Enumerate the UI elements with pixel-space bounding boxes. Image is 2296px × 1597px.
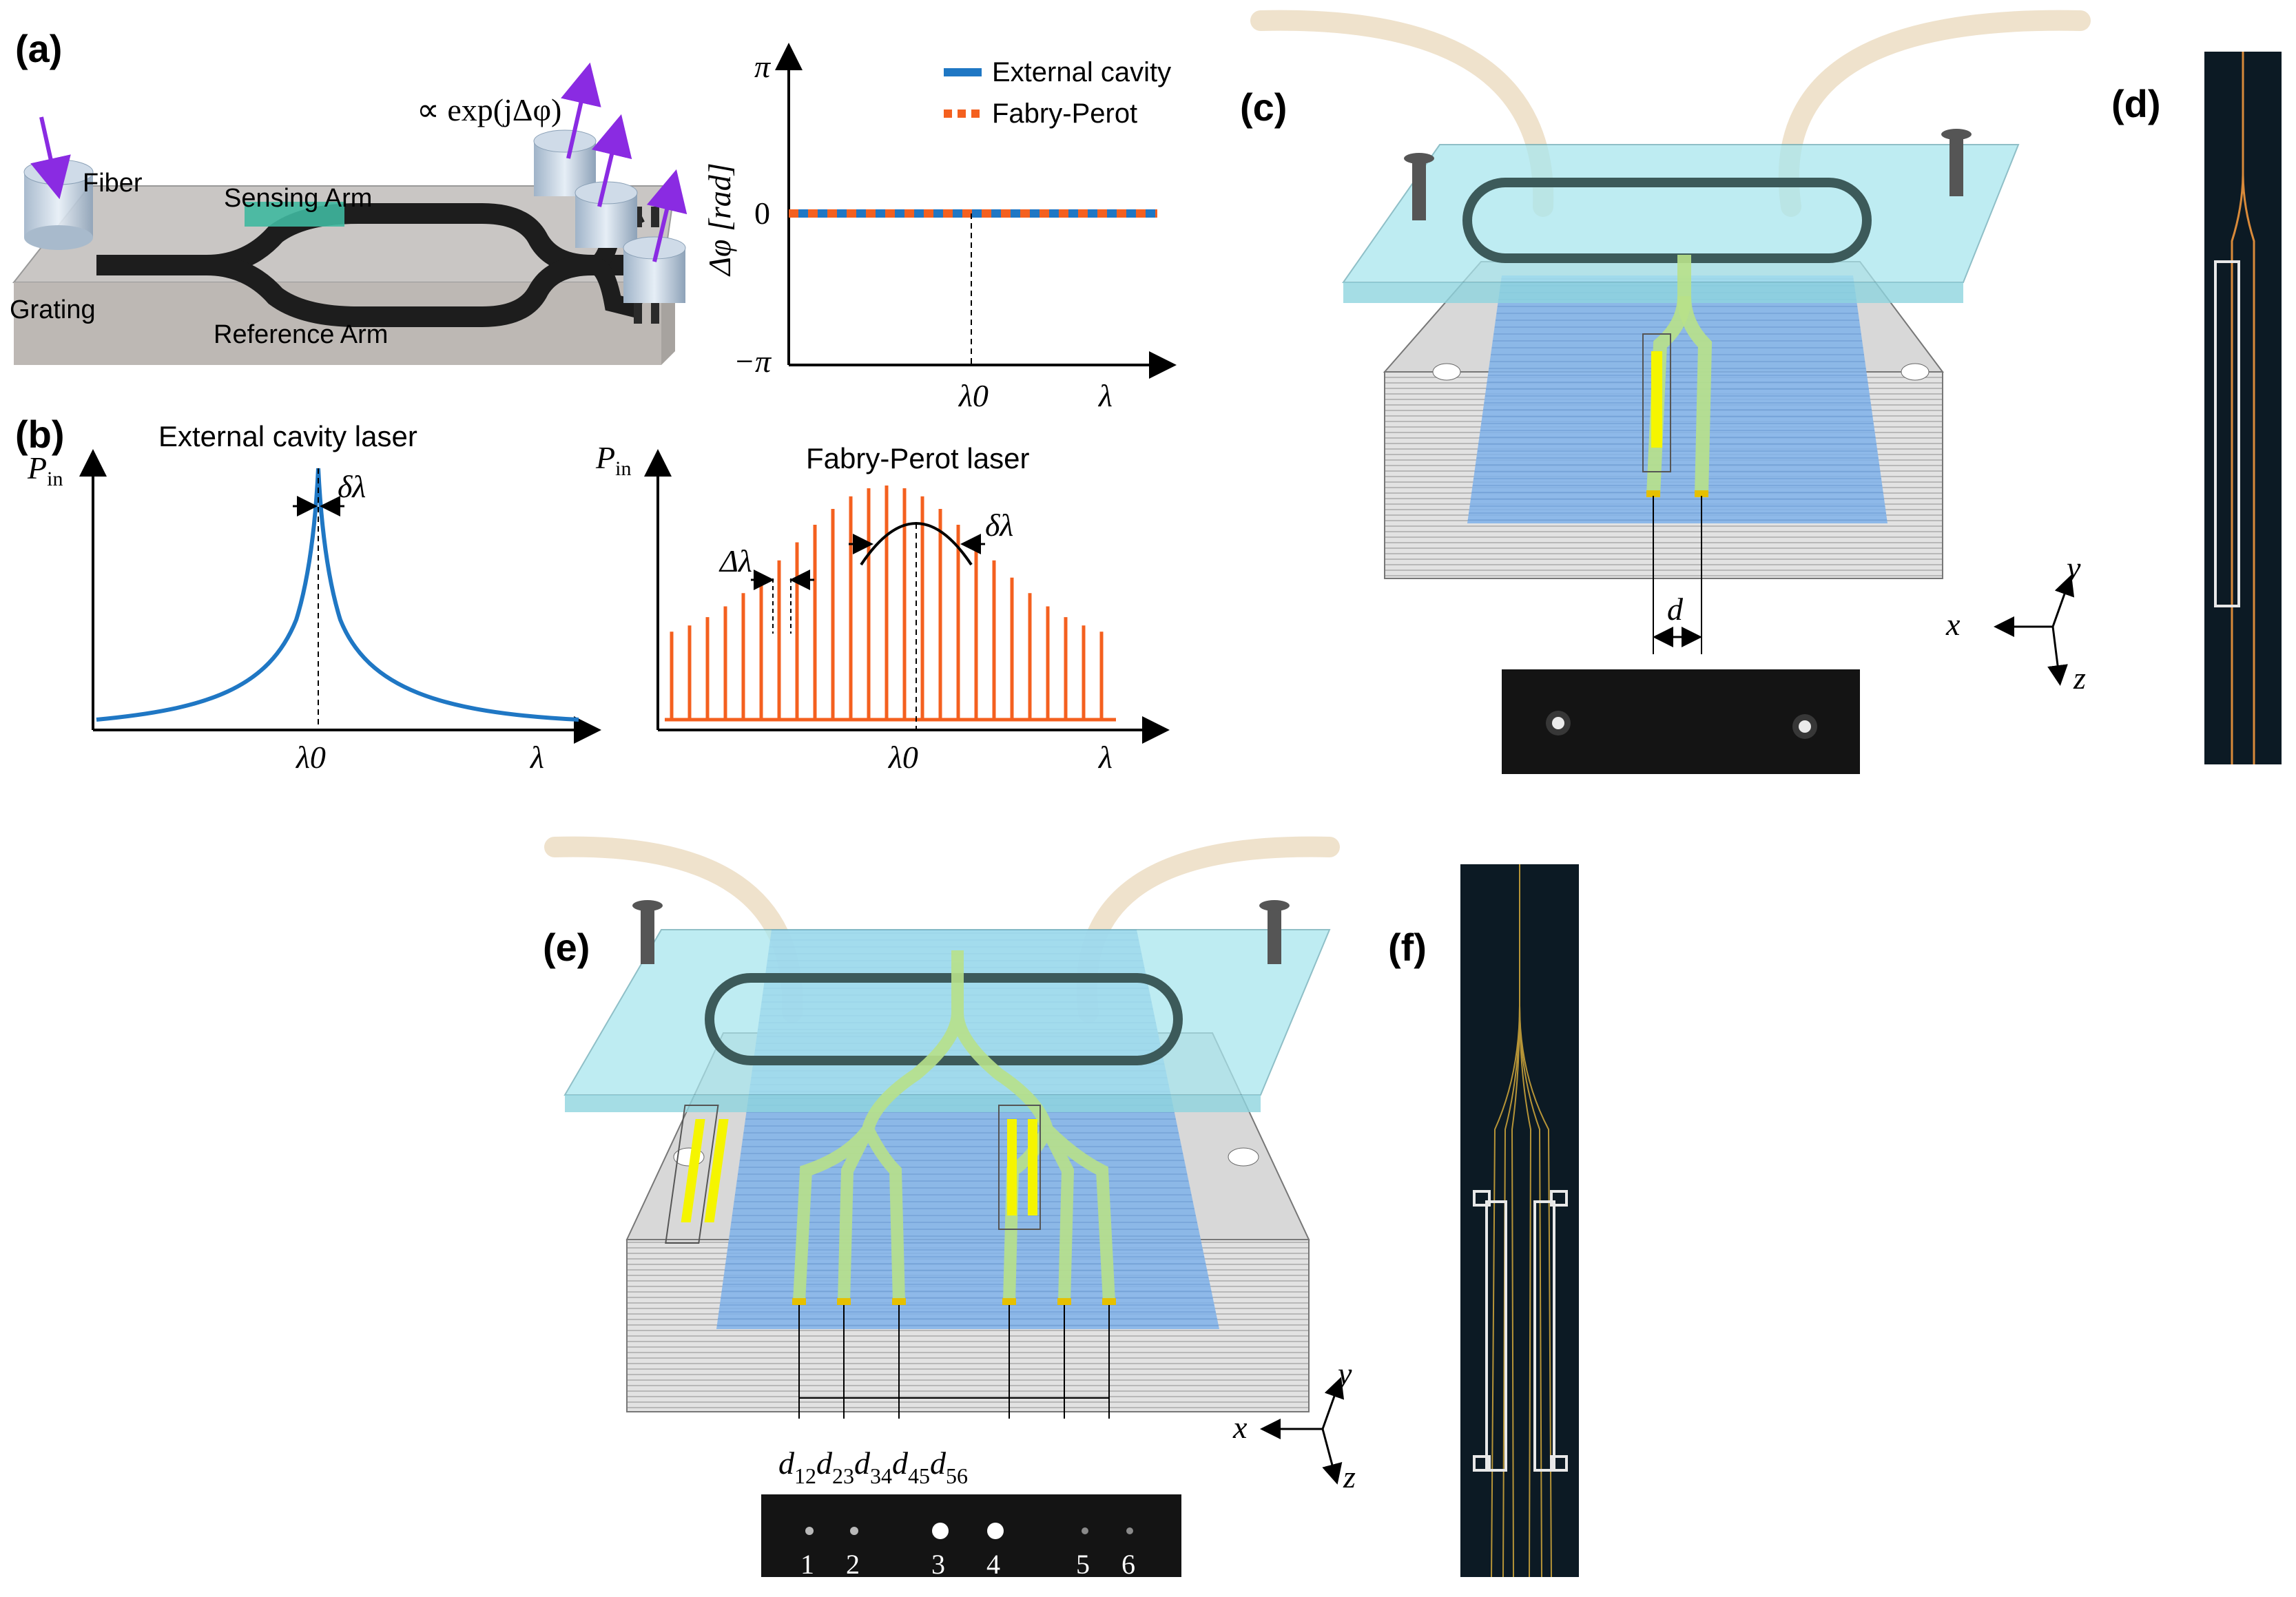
- phase-y-top: π: [754, 49, 772, 84]
- window-outline-d: [2214, 260, 2240, 607]
- axis-y-e: y: [1335, 1356, 1352, 1391]
- camera-image-e: [761, 1494, 1181, 1577]
- fp-plot: Fabry-Perot laser Pin δλ Δλ λ0 λ: [595, 440, 1170, 775]
- ecl-plot: External cavity laser Pin δλ λ0 λ: [27, 420, 601, 775]
- screws: [1404, 129, 1972, 220]
- reference-arm-label: Reference Arm: [214, 320, 388, 349]
- panel-label-f: (f): [1388, 926, 1427, 969]
- axes-e: [1260, 1377, 1345, 1485]
- spacing-labels-e: d12d23d34d45d56: [778, 1445, 968, 1488]
- panel-label-a: (a): [15, 27, 62, 70]
- svg-text:2: 2: [846, 1549, 860, 1580]
- panel-f: (f): [1388, 864, 1579, 1578]
- axis-x-e: x: [1232, 1410, 1248, 1445]
- fiber-outputs: [533, 129, 686, 303]
- axes-c: [1994, 574, 2075, 686]
- window-outlines-f: [1473, 1190, 1568, 1472]
- spacing-ticks-e: [798, 1305, 1110, 1419]
- ecl-ylabel: Pin: [27, 450, 63, 490]
- svg-text:1: 1: [800, 1549, 814, 1580]
- phase-x-label: λ: [1097, 378, 1113, 413]
- legend-label-ec: External cavity: [992, 57, 1171, 87]
- top-glass-e: [563, 929, 1331, 1096]
- svg-text:5: 5: [1076, 1549, 1090, 1580]
- panel-c: (c) d: [1240, 10, 2091, 774]
- fluid-channel: [1467, 275, 1888, 523]
- o-ring-e: [705, 973, 1183, 1065]
- sensing-arm-region: [245, 202, 344, 227]
- axis-z-c: z: [2073, 660, 2086, 696]
- spot-number-labels: 1 2 3 4 5 6: [800, 1549, 1135, 1580]
- sensing-arm-label: Sensing Arm: [224, 184, 372, 213]
- fp-spacing: Δλ: [718, 543, 752, 578]
- fiber-label: Fiber: [83, 169, 143, 198]
- phase-y-mid: 0: [754, 196, 770, 231]
- ecl-x-label: λ: [529, 740, 544, 775]
- fp-title: Fabry-Perot laser: [806, 442, 1029, 474]
- grating-label: Grating: [10, 295, 96, 324]
- fp-ylabel: Pin: [595, 440, 631, 480]
- sensing-windows-e: [681, 1119, 1037, 1222]
- ecl-title: External cavity laser: [158, 420, 417, 452]
- proportional-label: ∝ exp(jΔφ): [417, 92, 561, 127]
- axis-z-e: z: [1343, 1459, 1356, 1494]
- fp-linewidth: δλ: [985, 508, 1013, 543]
- spacing-d-label: d: [1667, 592, 1684, 627]
- phase-x-tick: λ0: [958, 378, 989, 413]
- svg-text:3: 3: [931, 1549, 945, 1580]
- sensing-window: [1651, 351, 1662, 448]
- legend-label-fp: Fabry-Perot: [992, 98, 1137, 129]
- axis-y-c: y: [2064, 550, 2081, 585]
- phase-y-bot: −π: [734, 344, 772, 379]
- camera-spots-e: [805, 1523, 1133, 1539]
- panel-d: (d): [2111, 52, 2282, 764]
- fp-x-label: λ: [1097, 740, 1113, 775]
- fp-mode-comb: [670, 486, 1104, 720]
- panel-label-e: (e): [543, 926, 590, 969]
- panel-label-c: (c): [1240, 85, 1287, 129]
- ecl-linewidth: δλ: [338, 469, 366, 504]
- ecl-x-tick: λ0: [295, 740, 326, 775]
- phase-y-label: Δφ [rad]: [702, 163, 737, 277]
- panel-label-b: (b): [15, 413, 65, 456]
- panel-e: (e): [543, 836, 1356, 1580]
- svg-text:4: 4: [986, 1549, 1000, 1580]
- panel-label-d: (d): [2111, 82, 2161, 125]
- screws-e: [632, 900, 1290, 964]
- light-arrows: [30, 62, 687, 262]
- fp-x-tick: λ0: [887, 740, 918, 775]
- axis-x-c: x: [1945, 607, 1961, 642]
- panel-a: (a): [10, 27, 687, 365]
- phase-plot: π 0 −π Δφ [rad] λ0 λ External cavity Fab…: [702, 43, 1177, 413]
- svg-text:6: 6: [1121, 1549, 1135, 1580]
- o-ring: [1462, 178, 1872, 263]
